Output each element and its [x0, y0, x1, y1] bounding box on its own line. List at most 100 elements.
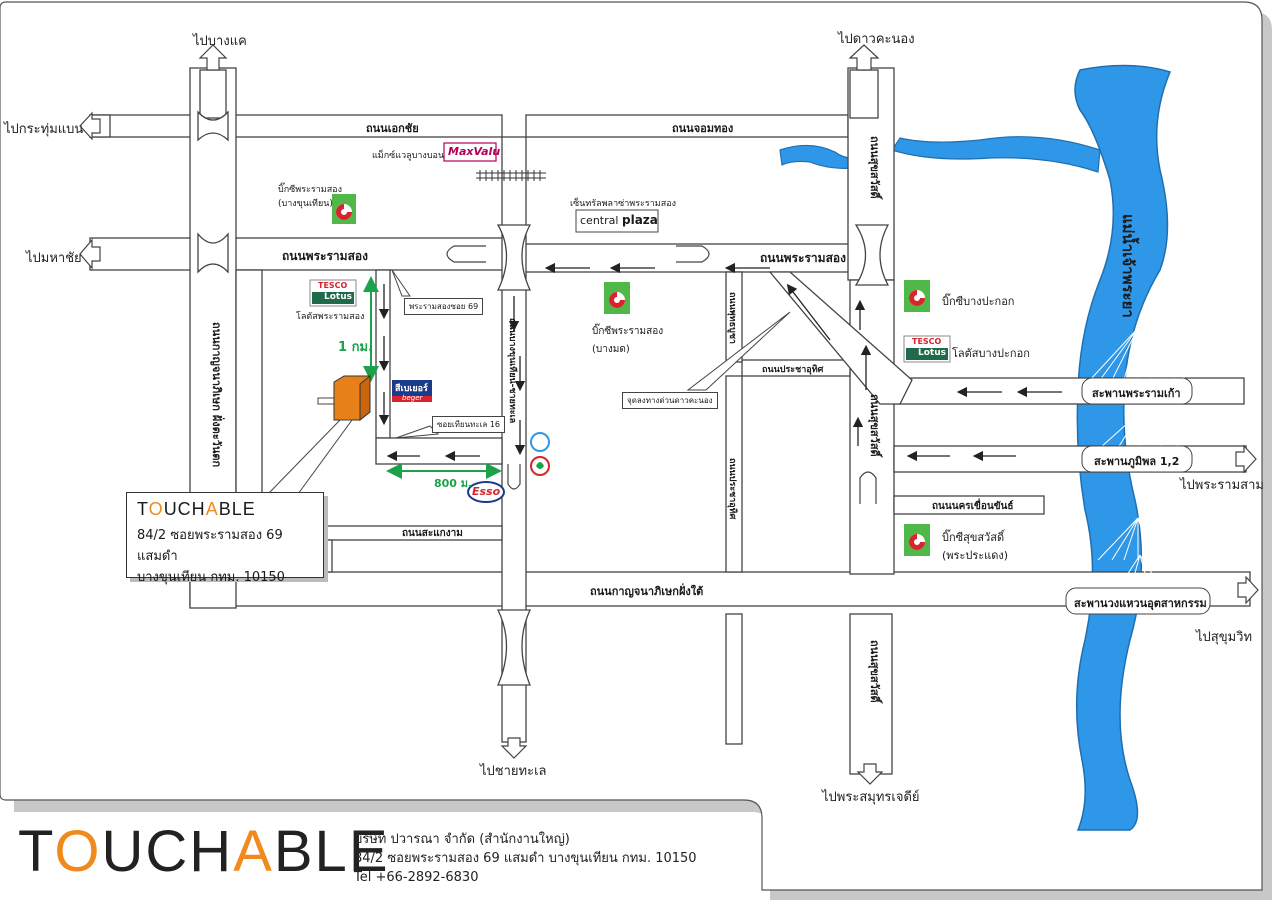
- central-logo-a: central: [580, 214, 619, 227]
- maxvalu-logo-text: MaxValu: [448, 145, 501, 158]
- road-rama2-east: [523, 243, 855, 273]
- footer-address: 84/2 ซอยพระรามสอง 69 แสมดำ บางขุนเทียน ก…: [354, 851, 697, 866]
- dest-sukhumvit: ไปสุขุมวิท: [1196, 630, 1253, 645]
- road-label-prachauthit-v: ถนนประชาอุทิศ: [727, 458, 737, 520]
- road-label-bangkhunthian: ถนนบางขุนเทียน-ชายทะเล: [507, 318, 517, 424]
- railway-track: [476, 170, 546, 181]
- logo-letters: BLE: [273, 819, 390, 884]
- road-label-rama2-west: ถนนพระรามสอง: [282, 249, 368, 263]
- interchange-rama2-bkt: [496, 224, 532, 291]
- dest-samutchedi: ไปพระสมุทรเจดีย์: [822, 790, 920, 805]
- road-label-suksawat-north: ถนนสุขสวัสดิ์: [868, 136, 881, 199]
- arrow-samutchedi: [856, 763, 884, 785]
- tesco-lotus-logo: [309, 279, 357, 307]
- maxvalu-logo-box: [443, 142, 497, 162]
- road-extension-south: [725, 613, 743, 745]
- interchange-suksawat: [854, 224, 890, 286]
- footer-tel: Tel +66-2892-6830: [354, 870, 479, 885]
- dest-chaithale: ไปชายทะเล: [480, 764, 547, 779]
- central-logo-box: [575, 209, 659, 233]
- footer-logo: TOUCHABLE: [18, 818, 390, 885]
- logo-letters: BLE: [218, 499, 256, 519]
- central-logo-b: plaza: [622, 213, 658, 227]
- road-label-ekkachai: ถนนเอกชัย: [366, 122, 419, 135]
- road-label-suksawat-south: ถนนสุขสวัสดิ์: [868, 640, 881, 703]
- logo-letters: UCH: [101, 819, 234, 884]
- road-north-stub-daokhanong: [849, 69, 879, 119]
- arrow-krathum: [79, 111, 101, 141]
- company-box-logo: TOUCHABLE: [137, 499, 313, 520]
- tesco-lotus-logo: [903, 335, 951, 363]
- beger-logo-text-2: beger: [402, 394, 423, 402]
- tesco-rama2-label: โลตัสพระรามสอง: [296, 312, 365, 322]
- uturn-rama2-west: [446, 245, 486, 263]
- road-suksawat-south: [849, 613, 893, 775]
- bigc-suksawat-label-2: (พระประแดง): [942, 549, 1009, 562]
- arrow-mahachai: [79, 238, 101, 270]
- interchange-kanchana-north: [197, 110, 229, 142]
- road-rama2-west: [89, 237, 511, 271]
- logo-letter-a: A: [233, 819, 274, 884]
- bridge-label-rama9: สะพานพระรามเก้า: [1092, 387, 1181, 400]
- road-label-nakhonkhueankhan: ถนนนครเขื่อนขันธ์: [932, 501, 1014, 512]
- bhumibol-bridge-cables: [1099, 411, 1181, 449]
- footer-company: บริษัท ปวารณา จำกัด (สำนักงานใหญ่): [354, 832, 570, 847]
- road-north-stub-bangkhae: [199, 69, 227, 119]
- bigc-bangmod-label-2: (บางมด): [592, 344, 630, 355]
- footer-contact: บริษัท ปวารณา จำกัด (สำนักงานใหญ่) 84/2 …: [354, 830, 697, 887]
- dest-krathumbaen: ไปกระทุ่มแบน: [4, 122, 84, 137]
- arrow-chaithale: [500, 737, 528, 759]
- lotus-word-rama2: Lotus: [324, 292, 352, 302]
- logo-letters: UCH: [163, 499, 206, 519]
- road-prachauthit-v: [725, 375, 743, 573]
- dest-mahachai: ไปมหาชัย: [26, 251, 82, 266]
- arrow-bangkhae: [198, 44, 228, 71]
- road-soi16: [375, 437, 503, 465]
- bigc-logo: [904, 280, 930, 312]
- kbank-leaf-icon: [536, 462, 544, 469]
- arrow-sukhumvit: [1237, 575, 1259, 605]
- bridge-label-industrial-ring: สะพานวงแหวนอุตสาหกรรม: [1074, 597, 1207, 610]
- dest-daokhanong: ไปดาวคะนอง: [838, 32, 915, 47]
- rama9-bridge-deck: [1081, 377, 1193, 405]
- road-label-prachauthit-h: ถนนประชาอุทิศ: [762, 365, 824, 375]
- map-frame: [0, 1, 1263, 891]
- bigc-rama2-label-1: บิ๊กซีพระรามสอง: [278, 185, 342, 195]
- lotus-word-bangprakok: Lotus: [918, 348, 946, 358]
- expressway-ramp: [768, 271, 913, 405]
- bigc-suksawat-label-1: บิ๊กซีสุขสวัสดิ์: [942, 531, 1005, 544]
- beger-logo-red: [392, 396, 432, 402]
- road-small-west: [235, 269, 263, 503]
- dir-arrow: [786, 283, 831, 341]
- interchange-south: [496, 609, 532, 686]
- company-box-line1: 84/2 ซอยพระรามสอง 69 แสมดำ: [137, 528, 283, 564]
- road-label-suksawat-mid: ถนนสุขสวัสดิ์: [868, 394, 881, 457]
- esso-logo: [467, 481, 505, 503]
- bigc-logo: [904, 524, 930, 556]
- distance-label-800m: 800 ม.: [434, 477, 473, 490]
- company-address-box: TOUCHABLE 84/2 ซอยพระรามสอง 69 แสมดำ บาง…: [126, 492, 324, 585]
- rama9-bridge-cables: [1089, 327, 1187, 381]
- company-box-line2: บางขุนเทียน กทม. 10150: [137, 570, 285, 585]
- road-nakhonkhueankhan: [893, 495, 1045, 515]
- maxvalu-label: แม็กซ์แวลูบางบอน: [372, 151, 445, 161]
- logo-letter: T: [137, 499, 149, 519]
- arrow-daokhanong: [848, 44, 880, 71]
- bhumibol-bridge-deck: [1081, 445, 1193, 473]
- interchange-kanchana-rama2: [197, 232, 229, 274]
- uturn-suksawat: [859, 471, 877, 504]
- bigc-rama2-label-2: (บางขุนเทียน): [278, 199, 333, 209]
- road-label-phutthabucha: ถนนพุทธบูชา: [727, 292, 737, 344]
- callout-expressway-exit: จุดลงทางด่วนดาวคะนอง: [622, 392, 718, 409]
- logo-letter: T: [18, 819, 55, 884]
- distance-label-1km: 1 กม.: [338, 340, 373, 355]
- logo-letter-o: O: [54, 819, 102, 884]
- road-label-chomthong: ถนนจอมทอง: [672, 122, 734, 135]
- road-soi69: [375, 269, 391, 439]
- arrow-rama3: [1235, 444, 1257, 474]
- beger-logo-text-1: สีเบเยอร์: [395, 384, 428, 394]
- dest-rama3: ไปพระรามสาม: [1180, 478, 1264, 493]
- central-label: เซ็นทรัลพลาซ่าพระรามสอง: [570, 199, 676, 209]
- road-label-kanchanaphisek-south: ถนนกาญจนาภิเษกฝั่งใต้: [590, 585, 704, 598]
